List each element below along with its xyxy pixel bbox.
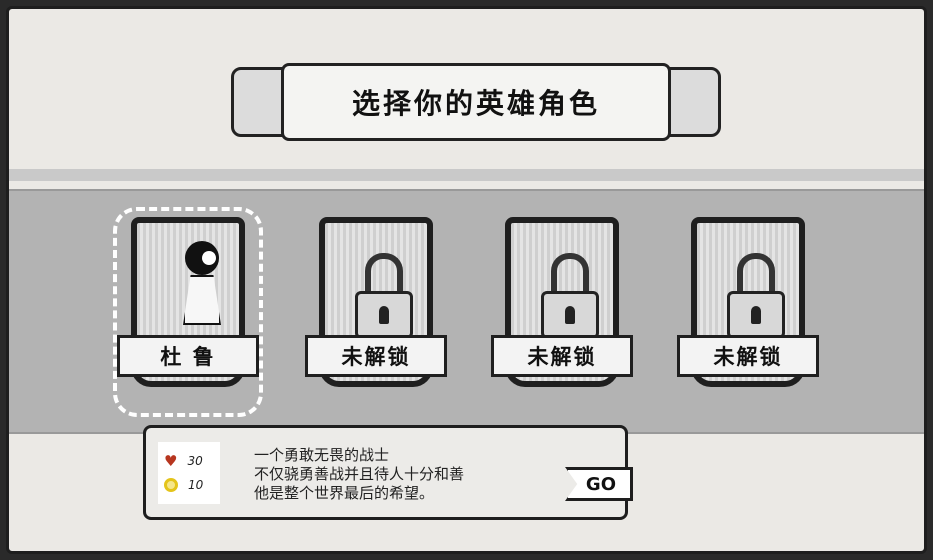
stats-box: ♥ 30 10	[158, 442, 220, 504]
lock-icon	[355, 253, 413, 339]
description-line: 一个勇敢无畏的战士	[254, 446, 390, 464]
hero-card-locked[interactable]: 未解锁	[659, 217, 837, 407]
coin-icon	[164, 478, 178, 492]
page-title: 选择你的英雄角色	[281, 63, 671, 141]
description-line: 他是整个世界最后的希望。	[254, 484, 435, 502]
band-stripe	[9, 169, 924, 181]
lock-icon	[727, 253, 785, 339]
heart-icon: ♥	[164, 452, 178, 470]
hero-name: 未解锁	[677, 335, 819, 377]
health-stat: ♥ 30	[164, 452, 203, 470]
hero-name: 未解锁	[305, 335, 447, 377]
description-line: 不仅骁勇善战并且待人十分和善	[254, 465, 465, 483]
hero-info-panel: ♥ 30 10 一个勇敢无畏的战士 不仅骁勇善战并且待人十分和善 他是整个世界最…	[143, 425, 628, 520]
coin-value: 10	[188, 478, 204, 492]
hero-portrait	[177, 241, 227, 341]
hero-name: 杜 鲁	[117, 335, 259, 377]
coin-stat: 10	[164, 478, 203, 492]
hero-description: 一个勇敢无畏的战士 不仅骁勇善战并且待人十分和善 他是整个世界最后的希望。	[254, 446, 464, 503]
hero-card-selected[interactable]: 杜 鲁	[99, 207, 277, 417]
hero-card-locked[interactable]: 未解锁	[473, 217, 651, 407]
health-value: 30	[187, 454, 203, 468]
lock-icon	[541, 253, 599, 339]
title-banner: 选择你的英雄角色	[231, 49, 721, 149]
hero-name: 未解锁	[491, 335, 633, 377]
hero-card-locked[interactable]: 未解锁	[287, 217, 465, 407]
